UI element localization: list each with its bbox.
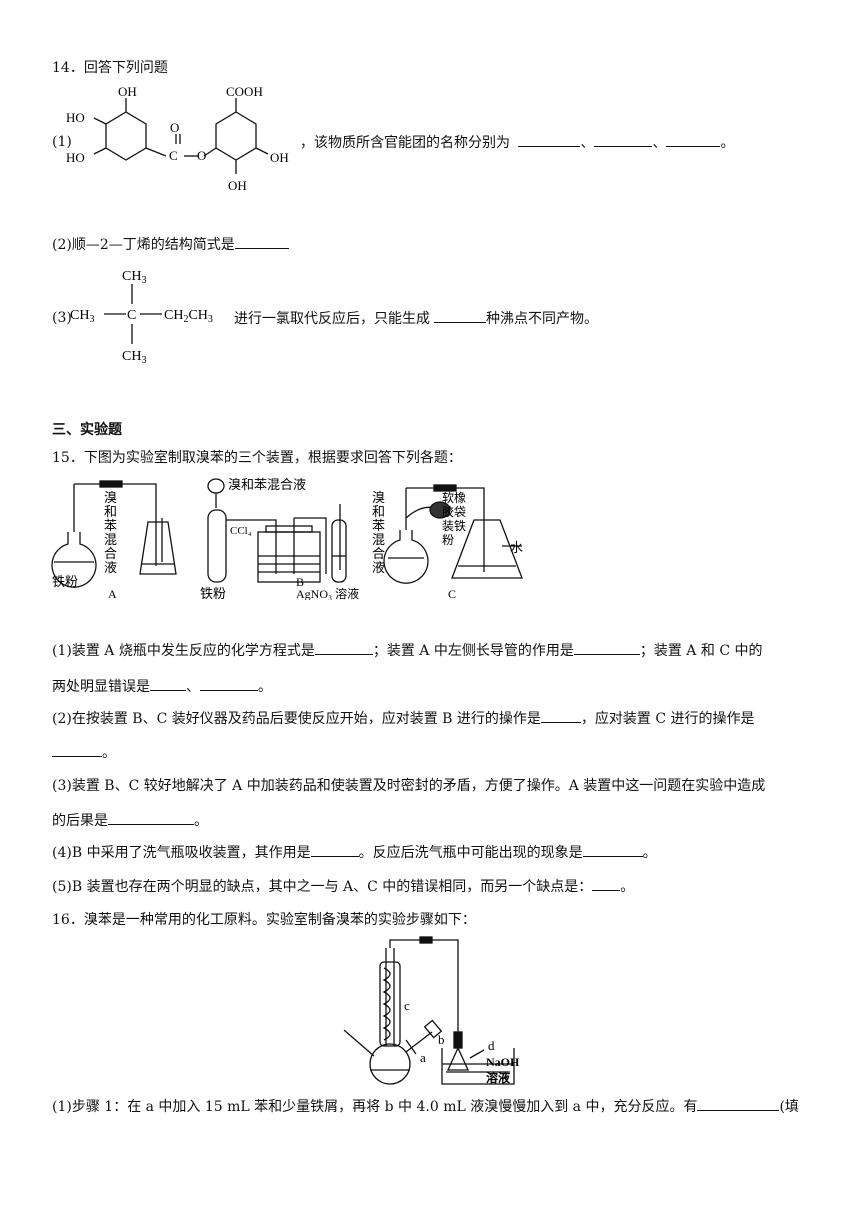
fig16-d: d [488, 1038, 495, 1053]
fig16-a: a [420, 1050, 426, 1065]
struct-ester-o: O [197, 148, 206, 163]
fig-c-liq-3: 苯 [372, 518, 385, 533]
gallic-ester-structure: OH HO HO O C O COOH OH OH [66, 84, 289, 193]
fig16-c: c [404, 998, 410, 1013]
struct-ho-left1: HO [66, 110, 85, 125]
fig-a-liq-2: 和 [104, 504, 117, 519]
fig-c-bag-4: 粉 [442, 533, 454, 547]
section-title: 三、实验题 [52, 422, 122, 438]
struct-ch2ch3: CH2CH3 [164, 308, 213, 325]
q15-part3-line2: 的后果是。 [52, 810, 208, 831]
fig-a-label: A [108, 587, 117, 600]
fig-c-bag-3: 装铁 [442, 519, 466, 533]
fig-a-liq-3: 苯 [104, 518, 117, 533]
fig-c-liq-4: 混 [372, 532, 385, 547]
q14-part1-label: (1) [52, 134, 72, 150]
fig-a-liq-5: 合 [104, 546, 117, 561]
q14-part2: (2)顺—2—丁烯的结构简式是 [52, 234, 289, 255]
fig-a-liq-6: 液 [104, 560, 117, 575]
fig-c-label: C [448, 587, 456, 600]
q16-part1: (1)步骤 1：在 a 中加入 15 mL 苯和少量铁屑，再将 b 中 4.0 … [52, 1096, 799, 1117]
fig16-naoh: NaOH [486, 1055, 520, 1069]
struct-cooh: COOH [226, 84, 263, 99]
q15-part1-line1: (1)装置 A 烧瓶中发生反应的化学方程式是；装置 A 中左侧长导管的作用是；装… [52, 640, 762, 661]
q14-header: 14．回答下列问题 [52, 60, 168, 76]
q15-part3-line1: (3)装置 B、C 较好地解决了 A 中加装药品和使装置及时密封的矛盾，方便了操… [52, 778, 766, 794]
q15-apparatus-figure: 溴 和 苯 混 合 液 铁粉 A 溴和苯混合液 CCl₄ 铁粉 AgNO₃ 溶液… [51, 477, 523, 600]
fig-a-liq-4: 混 [104, 532, 117, 547]
q15-part2-line2: 。 [52, 742, 116, 763]
struct-ch3-top: CH3 [122, 269, 146, 286]
q16-apparatus-figure: c b a d NaOH 溶液 [343, 936, 520, 1085]
fig-c-bag-1: 软橡 [442, 491, 466, 505]
q15-stem: 15．下图为实验室制取溴苯的三个装置，根据要求回答下列各题： [52, 450, 462, 466]
fig-c-liq-1: 溴 [372, 490, 385, 505]
fig-b-top: 溴和苯混合液 [228, 477, 306, 492]
fig-c-bag-2: 胶袋 [442, 504, 466, 519]
q15-part1-line2: 两处明显错误是、。 [52, 676, 272, 697]
struct-center-c: C [127, 308, 136, 323]
fig-b-agno3: AgNO₃ 溶液 [296, 586, 359, 600]
struct-ch3-bottom: CH3 [122, 349, 146, 366]
fig16-sol: 溶液 [486, 1070, 510, 1085]
struct-carbonyl-c: C [169, 148, 178, 163]
struct-oh-bottom: OH [228, 178, 247, 193]
fig-c-liq-2: 和 [372, 504, 385, 519]
struct-oh-right: OH [270, 150, 289, 165]
struct-oh-top: OH [118, 84, 137, 99]
q14-part3-text: 进行一氯取代反应后，只能生成种沸点不同产物。 [234, 308, 598, 329]
q14-part1-text: ，该物质所含官能团的名称分别为 、、。 [300, 132, 734, 153]
q15-part5: (5)B 装置也存在两个明显的缺点，其中之一与 A、C 中的错误相同，而另一个缺… [52, 876, 634, 897]
q15-part2-line1: (2)在按装置 B、C 装好仪器及药品后要使反应开始，应对装置 B 进行的操作是… [52, 708, 755, 729]
fig-c-liq-5: 合 [372, 546, 385, 561]
struct-ch3-left: CH3 [70, 308, 94, 325]
q15-part4: (4)B 中采用了洗气瓶吸收装置，其作用是。反应后洗气瓶中可能出现的现象是。 [52, 842, 657, 863]
fig-b-label: B [296, 575, 304, 589]
fig-c-water: 水 [510, 540, 523, 555]
fig-a-iron: 铁粉 [52, 574, 78, 589]
q16-stem: 16．溴苯是一种常用的化工原料。实验室制备溴苯的实验步骤如下： [52, 912, 476, 928]
fig-c-liq-6: 液 [372, 560, 385, 575]
fig-a-liq-1: 溴 [104, 490, 117, 505]
struct-ho-left2: HO [66, 150, 85, 165]
neohexane-structure: CH3 CH3 C CH2CH3 CH3 [70, 269, 213, 366]
fig-b-ccl4: CCl₄ [230, 525, 252, 537]
struct-carbonyl-o: O [170, 120, 179, 135]
q14-part3-label: (3) [52, 310, 72, 326]
fig-b-iron: 铁粉 [200, 586, 226, 600]
fig16-b: b [438, 1032, 445, 1047]
